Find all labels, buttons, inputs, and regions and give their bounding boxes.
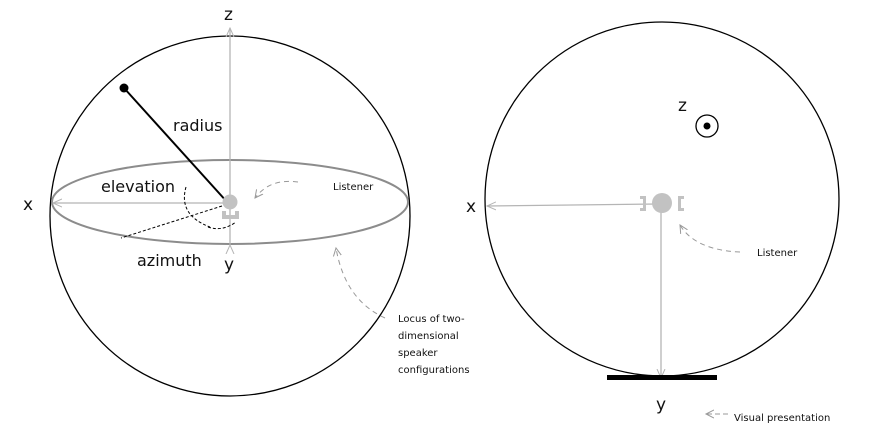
radius-label: radius [173, 116, 222, 135]
visual-presentation-screen [607, 375, 717, 380]
left-listener-label: Listener [333, 182, 374, 193]
locus-label-line-2: dimensional [398, 331, 459, 342]
left-listener-icon [222, 194, 239, 219]
right-listener-pointer [680, 225, 741, 253]
left-listener-pointer [255, 180, 299, 198]
right-x-axis [487, 204, 659, 206]
locus-label-line-3: speaker [398, 348, 438, 359]
locus-label-line-4: configurations [398, 365, 470, 376]
locus-pointer [336, 248, 386, 319]
radius-line [123, 87, 229, 204]
elevation-label: elevation [101, 177, 175, 196]
right-x-label: x [466, 197, 476, 217]
right-diagram: z x y Listener Visual presentation [466, 21, 840, 424]
azimuth-projection-line [120, 205, 223, 239]
z-out-of-plane-icon [695, 114, 719, 138]
right-z-label: z [678, 96, 687, 116]
azimuth-label: azimuth [137, 251, 202, 270]
radius-point [119, 83, 129, 93]
right-y-label: y [656, 395, 666, 415]
visual-presentation-label: Visual presentation [734, 413, 830, 424]
azimuth-arc [207, 221, 237, 230]
left-y-label: y [224, 255, 234, 275]
elevation-arc [184, 186, 211, 228]
right-listener-label: Listener [757, 248, 798, 259]
left-z-label: z [224, 5, 233, 25]
right-listener-icon [640, 193, 684, 213]
left-x-label: x [23, 195, 33, 215]
left-diagram: z x y radius elevation azimuth Listener … [23, 5, 470, 397]
locus-label-line-1: Locus of two- [398, 314, 465, 325]
